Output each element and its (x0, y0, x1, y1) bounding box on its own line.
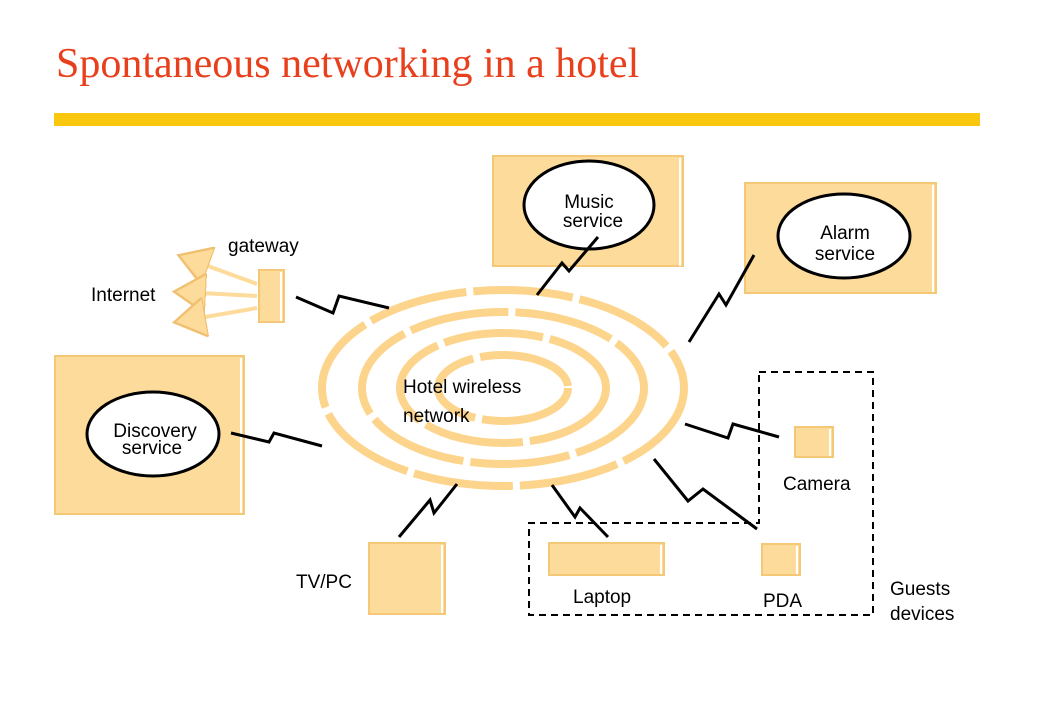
internet-label: Internet (91, 285, 156, 306)
network-ring-inner (434, 351, 572, 425)
link-alarm (687, 254, 756, 343)
link-tvpc (397, 483, 459, 538)
title-rule (54, 113, 980, 126)
network-ring-outer (318, 286, 688, 490)
guest-devices-boundary (528, 371, 874, 616)
link-gateway (295, 294, 390, 316)
discovery-service-node[interactable]: Discovery service (54, 355, 245, 515)
network-ring-3 (396, 329, 610, 447)
guests-label: Guests (890, 579, 950, 600)
alarm-service-label: Alarm (820, 223, 870, 244)
tvpc-box (368, 542, 446, 615)
tvpc-label: TV/PC (296, 572, 352, 593)
laptop-label: Laptop (573, 587, 631, 608)
link-discovery (230, 431, 323, 448)
network-label-2: network (403, 406, 470, 427)
camera-box (794, 426, 834, 458)
tvpc-node[interactable] (368, 542, 446, 615)
pda-box (761, 543, 801, 576)
discovery-service-label-2: service (122, 438, 182, 459)
link-laptop (550, 484, 610, 539)
guests-label-2: devices (890, 604, 954, 625)
laptop-node[interactable] (548, 542, 665, 576)
link-pda (652, 458, 758, 531)
camera-node[interactable] (794, 426, 834, 458)
pda-label: PDA (763, 591, 802, 612)
discovery-service-label: Discovery (113, 421, 197, 442)
laptop-box (548, 542, 665, 576)
gateway-node[interactable] (258, 269, 285, 323)
alarm-service-label-2: service (815, 244, 875, 265)
gateway-box (258, 269, 285, 323)
camera-label: Camera (783, 474, 851, 495)
slide-title: Spontaneous networking in a hotel (56, 41, 640, 87)
link-music (535, 236, 600, 296)
discovery-service-ellipse (85, 390, 221, 478)
alarm-service-node[interactable]: Alarm service (744, 182, 937, 294)
music-service-label-2: service (563, 211, 623, 232)
music-service-label: Music (564, 192, 614, 213)
alarm-service-ellipse (776, 192, 912, 280)
pda-node[interactable] (761, 543, 801, 576)
gateway-label: gateway (228, 236, 299, 257)
link-camera (684, 422, 780, 440)
wireless-links (230, 236, 780, 539)
network-label: Hotel wireless (403, 377, 521, 398)
wireless-network-rings (318, 286, 688, 490)
network-ring-2 (358, 308, 648, 468)
internet-arrows (182, 258, 258, 321)
